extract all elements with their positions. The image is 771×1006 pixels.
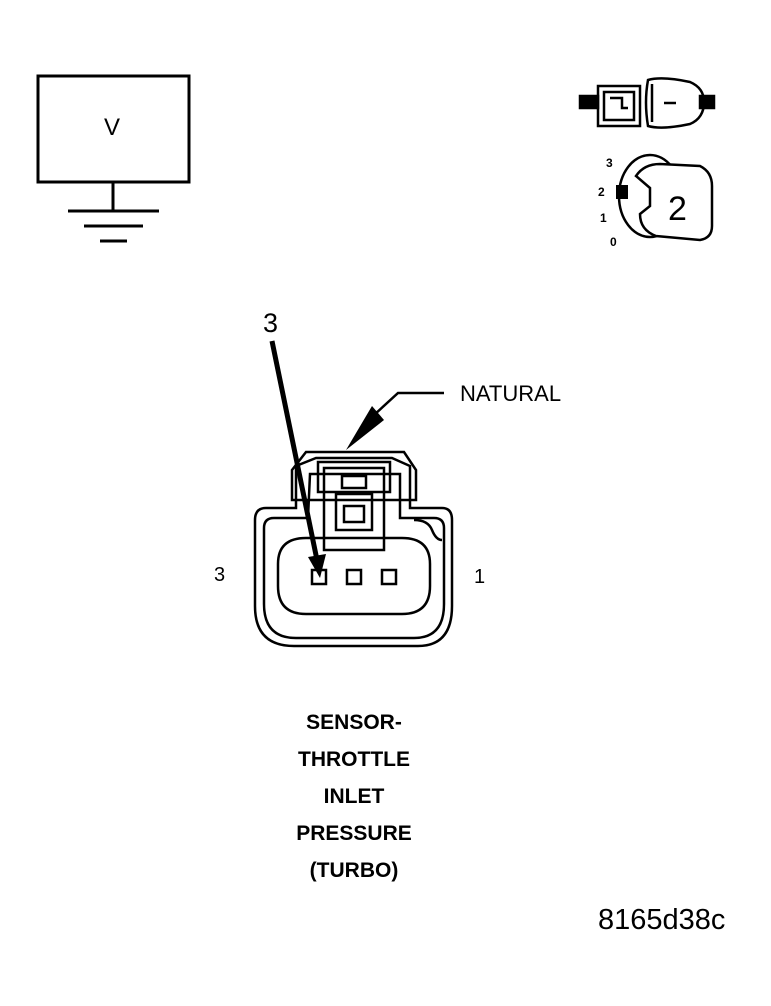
housing-color-label: NATURAL [460, 381, 562, 406]
pin-cavity-2 [345, 568, 363, 586]
pin-cavities [310, 568, 398, 586]
voltmeter-ground-icon [36, 74, 191, 243]
connector-title-line: PRESSURE [296, 822, 412, 845]
natural-leader-arrow [346, 391, 444, 450]
connector-title-line: THROTTLE [298, 748, 410, 771]
connector-title-line: SENSOR- [306, 711, 402, 734]
pin-1-label: 1 [474, 566, 486, 588]
switch-position-label: 2 [598, 185, 605, 199]
switch-position-label: 3 [606, 156, 613, 170]
ignition-key-switch-icon [616, 153, 714, 242]
connector-plug-icon [578, 77, 716, 129]
pin-callout-arrow [269, 340, 326, 578]
switch-selected-position: 2 [668, 190, 687, 228]
voltmeter-symbol-label: V [104, 114, 121, 141]
switch-position-label: 0 [610, 235, 617, 249]
figure-id: 8165d38c [598, 904, 726, 936]
connector-title-line: INLET [323, 785, 385, 808]
pin-3-label: 3 [214, 564, 226, 586]
sensor-connector-housing [253, 450, 454, 648]
switch-position-label: 1 [600, 211, 607, 225]
connector-title-line: (TURBO) [309, 859, 399, 882]
pin-cavity-1 [380, 568, 398, 586]
pin-callout-number: 3 [263, 308, 279, 338]
connector-title: SENSOR- THROTTLE INLET PRESSURE (TURBO) [254, 704, 454, 889]
